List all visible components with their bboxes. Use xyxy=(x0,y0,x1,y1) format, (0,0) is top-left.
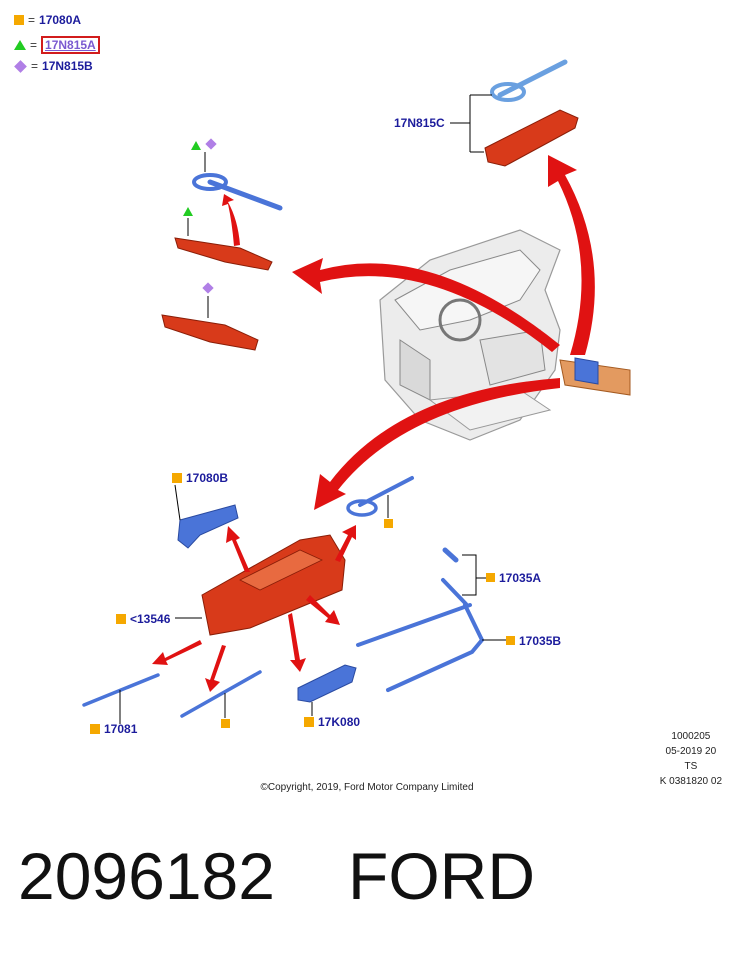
stamp-line: 1000205 xyxy=(671,731,711,742)
part-13546-tray xyxy=(201,534,346,636)
square-icon xyxy=(116,614,126,624)
legend-code-highlighted[interactable]: 17N815A xyxy=(41,36,100,54)
callout-label: <13546 xyxy=(130,612,171,626)
part-17N815C-tool xyxy=(490,59,568,102)
drawing-stamp: 1000205 05-2019 20 TS K 0381820 02 xyxy=(660,729,722,789)
triangle-marker xyxy=(191,141,201,150)
square-icon xyxy=(172,473,182,483)
part-17N815B-bracket xyxy=(161,314,259,351)
legend-item-square: = 17080A xyxy=(14,13,81,27)
callout-13546: <13546 xyxy=(116,612,170,626)
legend-eq: = xyxy=(28,13,36,27)
stamp-line: TS xyxy=(684,761,698,772)
square-icon xyxy=(14,15,24,25)
square-icon xyxy=(304,717,314,727)
callout-label: 17035A xyxy=(499,571,542,585)
part-17N815A-bracket xyxy=(174,237,273,271)
callout-label: 17080B xyxy=(186,471,229,485)
legend-eq: = xyxy=(30,38,38,52)
callout-17035B: 17035B xyxy=(519,634,561,648)
part-17035B-bar xyxy=(386,603,485,692)
legend-code: 17N815B xyxy=(42,59,93,73)
leader-17035A xyxy=(462,554,486,596)
brand-name: FORD xyxy=(348,839,535,913)
part-number: 2096182 xyxy=(18,839,275,913)
part-extension-rod xyxy=(180,670,262,718)
callout-label: 17035B xyxy=(519,634,562,648)
big-red-arrows xyxy=(292,155,595,510)
legend-code: 17080A xyxy=(39,13,82,27)
leader-17080B xyxy=(174,484,181,521)
square-marker-17035B xyxy=(506,636,515,645)
square-marker-extension xyxy=(221,719,230,728)
callout-label: 17K080 xyxy=(318,715,361,729)
callout-label: 17081 xyxy=(104,722,138,736)
triangle-icon xyxy=(14,40,26,50)
callout-17K080: 17K080 xyxy=(304,715,360,729)
triangle-marker-bracket xyxy=(183,207,193,216)
callout-17081: 17081 xyxy=(90,722,137,736)
square-marker-17035A xyxy=(486,573,495,582)
small-arrow-up xyxy=(222,194,240,246)
legend-eq: = xyxy=(31,59,39,73)
leader-17N815C xyxy=(450,94,492,153)
diamond-icon xyxy=(14,59,27,73)
copyright-notice: ©Copyright, 2019, Ford Motor Company Lim… xyxy=(260,782,474,793)
callout-label: 17N815C xyxy=(394,116,445,130)
part-lug-wrench-hook xyxy=(346,476,414,517)
stamp-line: 05-2019 20 xyxy=(665,746,717,757)
square-icon xyxy=(90,724,100,734)
legend-item-triangle: = 17N815A xyxy=(14,36,100,54)
tray-arrows xyxy=(152,525,356,692)
stamp-line: K 0381820 02 xyxy=(659,776,722,787)
part-17N815A-17N815B-tool xyxy=(192,173,283,211)
diamond-marker-bracket xyxy=(202,282,214,294)
part-17035A-bar xyxy=(356,547,472,647)
part-17080B-jack xyxy=(177,504,239,549)
callout-17035A: 17035A xyxy=(499,571,541,585)
legend-item-diamond: = 17N815B xyxy=(14,59,93,73)
part-17K080-wedge xyxy=(297,664,357,703)
part-17N815C-box xyxy=(484,109,579,167)
callout-17N815C: 17N815C xyxy=(394,116,445,130)
square-marker-hook xyxy=(384,519,393,528)
part-17081-rod xyxy=(82,673,160,707)
storage-location-marker xyxy=(559,357,631,396)
callout-17080B: 17080B xyxy=(172,471,228,485)
diamond-marker xyxy=(205,138,217,150)
